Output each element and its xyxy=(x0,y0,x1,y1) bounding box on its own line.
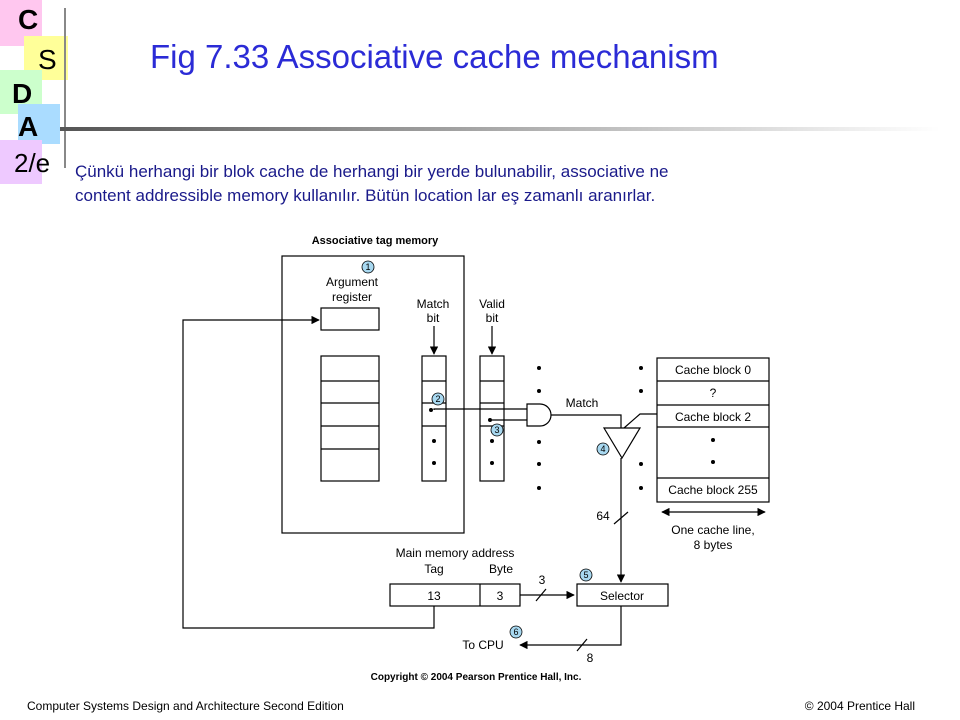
logo-letter-c: C xyxy=(18,4,39,35)
and-gate xyxy=(526,403,552,427)
argument-register xyxy=(320,307,380,331)
footer-copyright: © 2004 Prentice Hall xyxy=(804,699,915,713)
valid-bit-column xyxy=(479,355,505,482)
valid-bit-label-1: Valid xyxy=(479,297,505,311)
slide-title: Fig 7.33 Associative cache mechanism xyxy=(150,38,719,75)
to-cpu-label: To CPU xyxy=(462,638,503,652)
step-6: 6 xyxy=(513,627,518,637)
match-bit-column xyxy=(421,355,447,482)
slide-body-text: Çünkü herhangi bir blok cache de herhang… xyxy=(75,160,925,208)
match-bit-label-1: Match xyxy=(417,297,450,311)
cache-block-0: Cache block 0 xyxy=(675,363,751,377)
step-3: 3 xyxy=(494,425,499,435)
tag-field-value: 13 xyxy=(427,589,441,603)
argument-register-label-2: register xyxy=(332,290,372,304)
logo-letter-d: D xyxy=(12,78,33,109)
match-bit-label-2: bit xyxy=(427,311,440,325)
step-2: 2 xyxy=(435,394,440,404)
cache-line-note-1: One cache line, xyxy=(671,523,754,537)
address-title: Main memory address xyxy=(396,546,515,560)
tag-memory-box xyxy=(281,255,465,534)
tristate-buffer xyxy=(602,427,642,460)
cache-line-note-2: 8 bytes xyxy=(694,538,733,552)
logo-letter-2e: 2/e xyxy=(14,148,51,178)
valid-bit-label-2: bit xyxy=(486,311,499,325)
diagram-copyright: Copyright © 2004 Pearson Prentice Hall, … xyxy=(371,672,582,683)
step-5: 5 xyxy=(583,570,588,580)
argument-register-label-1: Argument xyxy=(326,275,379,289)
step-1: 1 xyxy=(365,262,370,272)
logo-square-a xyxy=(18,104,60,144)
footer-course-title: Computer Systems Design and Architecture… xyxy=(27,699,344,713)
byte-field-value: 3 xyxy=(497,589,504,603)
selector-label: Selector xyxy=(600,589,644,603)
selector-box xyxy=(576,583,669,607)
body-line: content addressible memory kullanılır. B… xyxy=(75,186,656,205)
tag-memory-heading: Associative tag memory xyxy=(312,235,439,247)
logo-horizontal-line xyxy=(60,127,940,131)
cache-block-stack xyxy=(656,357,770,503)
bus-width-64: 64 xyxy=(596,509,610,523)
body-line: Çünkü herhangi bir blok cache de herhang… xyxy=(75,162,669,181)
logo-letter-a: A xyxy=(18,111,39,142)
step-4: 4 xyxy=(600,444,605,454)
tag-rows xyxy=(320,355,380,482)
logo-letter-s: S xyxy=(38,44,57,75)
cache-block-unknown: ? xyxy=(710,386,717,400)
cache-block-255: Cache block 255 xyxy=(668,483,758,497)
bus-width-8: 8 xyxy=(587,651,594,665)
logo-vertical-line xyxy=(64,8,66,168)
match-signal-label: Match xyxy=(566,396,599,410)
cache-block-2: Cache block 2 xyxy=(675,410,751,424)
bus-width-3: 3 xyxy=(539,573,546,587)
tag-field-label: Tag xyxy=(424,562,443,576)
byte-field-label: Byte xyxy=(489,562,513,576)
logo-square-2e xyxy=(0,140,42,184)
